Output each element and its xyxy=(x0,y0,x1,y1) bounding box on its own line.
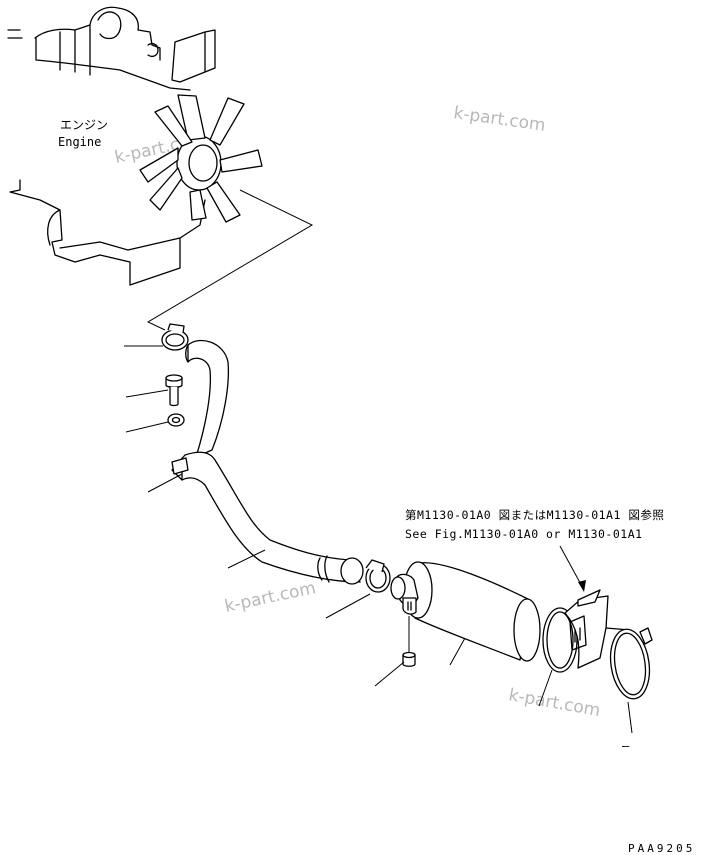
engine-label-en: Engine xyxy=(58,135,101,149)
leader-bolt xyxy=(125,389,169,398)
leader-drain xyxy=(374,661,405,687)
leader-band-clamp-right xyxy=(627,701,633,734)
dash-mark: – xyxy=(622,739,630,753)
engine-label-ja: エンジン xyxy=(60,118,108,132)
band-clamp-right xyxy=(609,627,653,700)
upper-intake-hose xyxy=(185,339,230,458)
drain-valve xyxy=(402,651,416,667)
mounting-bracket xyxy=(564,589,637,669)
leader-pipe xyxy=(227,549,266,569)
watermark-1: k-part.com xyxy=(452,103,546,136)
reference-arrow xyxy=(559,545,586,592)
engine-drawing xyxy=(7,6,263,286)
band-clamp-left xyxy=(542,607,578,673)
top-hose-clamp xyxy=(161,323,189,351)
watermark-4: k-part.com xyxy=(507,685,602,721)
drawing-code: PAA9205 xyxy=(628,842,695,855)
engine-connection-line xyxy=(146,189,314,331)
reference-note-ja: 第M1130-01A0 図またはM1130-01A1 図参照 xyxy=(405,508,664,522)
air-cleaner xyxy=(390,561,541,662)
watermark-3: k-part.com xyxy=(223,578,318,617)
intake-pipe xyxy=(171,451,364,585)
bolt xyxy=(165,374,183,407)
leader-clamp-mid xyxy=(325,593,371,619)
mid-hose-clamp xyxy=(365,559,391,593)
leader-washer xyxy=(125,421,169,433)
leader-band-clamp-left xyxy=(538,669,553,707)
reference-note-en: See Fig.M1130-01A0 or M1130-01A1 xyxy=(405,527,643,541)
washer xyxy=(167,413,185,427)
leader-pipe-bracket xyxy=(147,473,183,493)
leader-air-cleaner xyxy=(449,637,466,666)
